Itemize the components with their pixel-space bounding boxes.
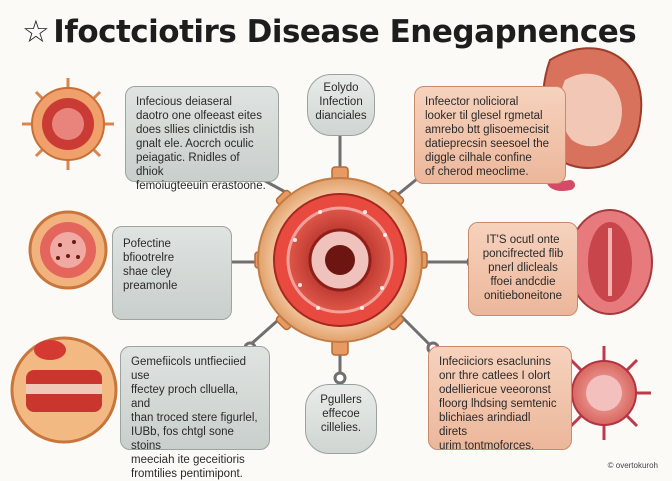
- bubble-text: Pofectine bfiootrelre shae cley preamonl…: [123, 238, 178, 292]
- right-bottom-virus-illustration: [557, 346, 651, 440]
- info-bubble-right-top: Infeector nolicioral looker til glesel r…: [414, 86, 566, 184]
- left-mid-cell-illustration: [28, 210, 108, 290]
- bubble-text: IT'S ocutl onte poncifrected flib pnerl …: [482, 234, 564, 302]
- info-bubble-bottom-center: Pgullers effecoe cillelies.: [305, 384, 377, 454]
- left-bottom-tissue-illustration: [10, 336, 118, 444]
- info-bubble-left-top: Infecious deiaseral daotro one olfeeast …: [125, 86, 279, 192]
- bubble-text: Infeciiciors esaclunins onr thre catlees…: [439, 356, 557, 452]
- title-text: Ifoctciotirs Disease Enegapnences: [53, 14, 637, 50]
- image-caption: © overtokuroh: [607, 461, 658, 470]
- bubble-text: Gemefiicols untfieciied use ffectey proc…: [131, 356, 258, 480]
- bubble-text: Infeector nolicioral looker til glesel r…: [425, 96, 550, 178]
- info-bubble-top-center: Eolydo Infection dianciales: [307, 74, 375, 136]
- bubble-text: Infecious deiaseral daotro one olfeeast …: [136, 96, 266, 192]
- bubble-text: Pgullers effecoe cillelies.: [320, 394, 362, 434]
- page-title: ☆Ifoctciotirs Disease Enegapnences: [22, 14, 637, 50]
- right-mid-organ-illustration: [567, 209, 653, 315]
- info-bubble-right-mid: IT'S ocutl onte poncifrected flib pnerl …: [468, 222, 578, 316]
- central-cell: [254, 166, 428, 356]
- info-bubble-right-bottom: Infeciiciors esaclunins onr thre catlees…: [428, 346, 572, 452]
- left-top-virus-illustration: [22, 78, 114, 170]
- info-bubble-left-bottom: Gemefiicols untfieciied use ffectey proc…: [120, 346, 270, 480]
- bubble-text: Eolydo Infection dianciales: [315, 82, 367, 122]
- info-bubble-left-mid: Pofectine bfiootrelre shae cley preamonl…: [112, 226, 232, 320]
- star-icon: ☆: [22, 14, 50, 50]
